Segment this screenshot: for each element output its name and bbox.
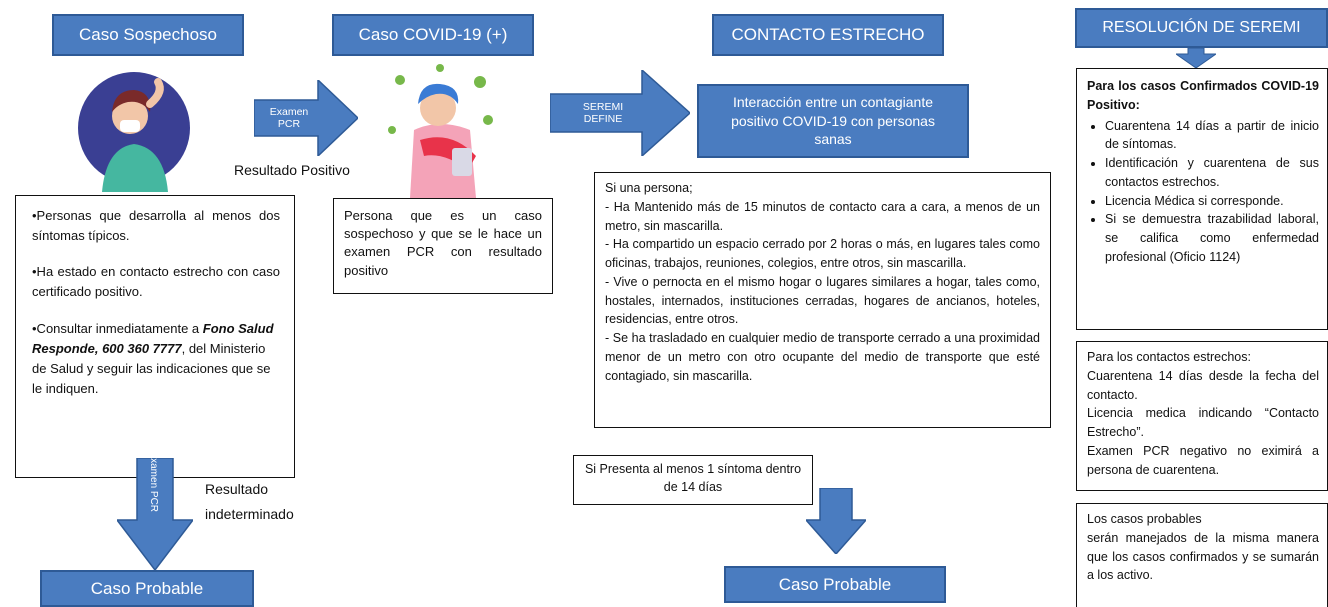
sick-person-illustration <box>78 72 190 192</box>
resolucion-probables-box: Los casos probables serán manejados de l… <box>1076 503 1328 607</box>
coughing-person-illustration <box>388 64 493 198</box>
contacto-criteria-box: Si una persona; - Ha Mantenido más de 15… <box>594 172 1051 428</box>
label-indeterminado: indeterminado <box>205 506 294 522</box>
interaccion-box: Interacción entre un contagiante positiv… <box>697 84 969 158</box>
header-contacto-estrecho: CONTACTO ESTRECHO <box>712 14 944 56</box>
sospechoso-description-box: •Personas que desarrolla al menos dos sí… <box>15 195 295 478</box>
header-caso-probable-mid: Caso Probable <box>724 566 946 603</box>
resolucion-probables-title: Los casos probables <box>1087 512 1202 526</box>
sintoma-box: Si Presenta al menos 1 síntoma dentro de… <box>573 455 813 505</box>
resolucion-confirmados-item: Licencia Médica si corresponde. <box>1105 192 1319 211</box>
arrow-resolucion-down <box>1176 48 1216 68</box>
resolucion-contactos-line: Cuarentena 14 días desde la fecha del co… <box>1087 368 1319 402</box>
interaccion-text: Interacción entre un contagiante positiv… <box>731 93 935 148</box>
resolucion-confirmados-box: Para los casos Confirmados COVID-19 Posi… <box>1076 68 1328 330</box>
header-caso-probable-left: Caso Probable <box>40 570 254 607</box>
arrow-examen-pcr-down <box>117 458 193 570</box>
arrow-seremi-define <box>550 70 690 156</box>
label-resultado-positivo: Resultado Positivo <box>234 162 350 178</box>
resolucion-confirmados-item: Cuarentena 14 días a partir de inicio de… <box>1105 117 1319 155</box>
arrow-examen-pcr-label: Examen PCR <box>269 106 309 131</box>
resolucion-confirmados-item: Si se demuestra trazabilidad laboral, se… <box>1105 210 1319 266</box>
header-caso-sospechoso: Caso Sospechoso <box>52 14 244 56</box>
contacto-criteria-line: - Ha compartido un espacio cerrado por 2… <box>605 237 1040 270</box>
arrow-down-caso-probable <box>806 488 866 554</box>
resolucion-contactos-box: Para los contactos estrechos: Cuarentena… <box>1076 341 1328 491</box>
arrow-examen-pcr <box>254 80 358 156</box>
sospechoso-item: •Personas que desarrolla al menos dos sí… <box>32 208 280 244</box>
resolucion-probables-body: serán manejados de la misma manera que l… <box>1087 530 1319 583</box>
sospechoso-item: •Ha estado en contacto estrecho con caso… <box>32 264 280 300</box>
label-resultado: Resultado <box>205 481 269 497</box>
resolucion-confirmados-item: Identificación y cuarentena de sus conta… <box>1105 154 1319 192</box>
covid-description-box: Persona que es un caso sospechoso y que … <box>333 198 553 294</box>
contacto-criteria-line: - Se ha trasladado en cualquier medio de… <box>605 331 1040 383</box>
contacto-criteria-line: - Ha Mantenido más de 15 minutos de cont… <box>605 199 1040 233</box>
arrow-examen-pcr-down-label: Examen PCR <box>147 451 159 513</box>
resolucion-contactos-line: Licencia medica indicando “Contacto Estr… <box>1087 406 1319 439</box>
header-resolucion-seremi: RESOLUCIÓN DE SEREMI <box>1075 8 1328 48</box>
resolucion-contactos-line: Para los contactos estrechos: <box>1087 350 1251 364</box>
header-caso-covid: Caso COVID-19 (+) <box>332 14 534 56</box>
sintoma-text: Si Presenta al menos 1 síntoma dentro de… <box>584 462 802 495</box>
arrow-seremi-define-label: SEREMI DEFINE <box>582 101 624 126</box>
sospechoso-item: •Consultar inmediatamente a Fono Salud R… <box>32 320 274 396</box>
contacto-criteria-line: - Vive o pernocta en el mismo hogar o lu… <box>605 274 1040 327</box>
resolucion-contactos-line: Examen PCR negativo no eximirá a persona… <box>1087 443 1319 477</box>
resolucion-confirmados-title: Para los casos Confirmados COVID-19 Posi… <box>1087 79 1319 112</box>
covid-description-text: Persona que es un caso sospechoso y que … <box>344 208 542 278</box>
contacto-criteria-line: Si una persona; <box>605 181 693 195</box>
